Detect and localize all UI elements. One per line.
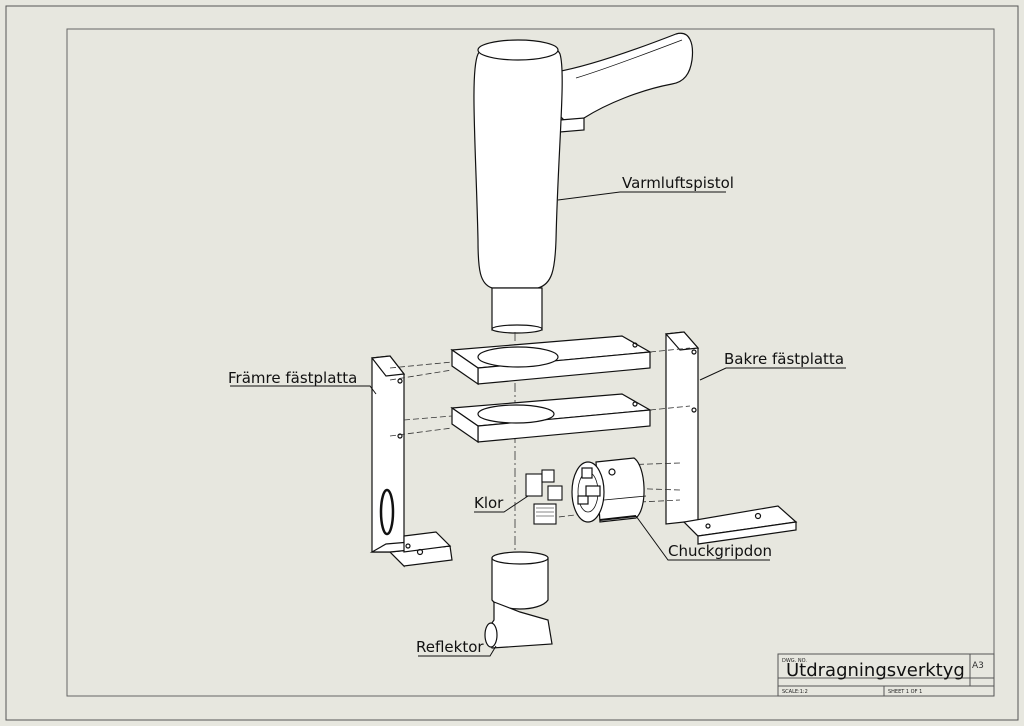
top-plate — [450, 335, 652, 386]
label-front-plate: Främre fästplatta — [228, 369, 357, 387]
reflector — [484, 551, 553, 649]
inner-border — [66, 28, 995, 697]
label-heat-gun: Varmluftspistol — [622, 174, 734, 192]
front-mounting-plate — [369, 355, 453, 568]
heat-gun — [473, 32, 694, 334]
title-block-dwg-label: DWG. NO. — [782, 658, 807, 664]
outer-border — [5, 5, 1019, 721]
drawing-title: Utdragningsverktyg — [786, 660, 965, 681]
jaws — [525, 469, 563, 525]
sheet-text: SHEET 1 OF 1 — [888, 689, 922, 695]
leader-lines — [230, 191, 846, 657]
lower-plate — [450, 393, 652, 444]
label-reflector: Reflektor — [416, 638, 484, 656]
label-jaws: Klor — [474, 494, 504, 512]
label-back-plate: Bakre fästplatta — [724, 350, 844, 368]
scale-text: SCALE:1:2 — [782, 689, 808, 695]
chuck — [571, 457, 647, 523]
label-chuck: Chuckgripdon — [668, 542, 772, 560]
back-mounting-plate — [664, 331, 798, 545]
sheet-size: A3 — [972, 661, 984, 671]
title-block — [777, 653, 995, 697]
